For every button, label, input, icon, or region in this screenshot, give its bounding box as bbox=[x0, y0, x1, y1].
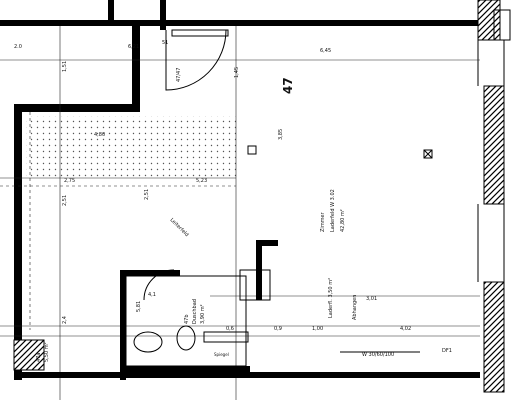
outlet-symbol bbox=[423, 149, 433, 159]
door-jamb bbox=[160, 0, 166, 30]
dim-horiz-c: 2,51 bbox=[144, 189, 150, 200]
dim-vert-b: 3,85 bbox=[278, 129, 284, 140]
left-upper-wall bbox=[14, 104, 140, 112]
washbasin bbox=[133, 331, 163, 353]
corridor-number: 47a bbox=[36, 353, 42, 362]
top-column bbox=[108, 0, 114, 20]
dim-bottom-a: 1,00 bbox=[312, 326, 323, 332]
bath-type: Duschbad bbox=[192, 299, 198, 324]
bath-door-swing bbox=[143, 269, 175, 301]
shower-tray bbox=[203, 331, 249, 343]
bottom-wall bbox=[22, 372, 480, 378]
right-window-jambs bbox=[477, 40, 505, 282]
right-wall-mid bbox=[483, 85, 505, 205]
grid-lines bbox=[0, 26, 480, 400]
dim-mid-left: 4,80 bbox=[94, 132, 105, 138]
right-wall-top bbox=[477, 0, 501, 41]
axis-tag: DF1 bbox=[442, 348, 452, 354]
column-symbol bbox=[247, 145, 257, 155]
entry-door-swing bbox=[165, 29, 227, 91]
dim-horiz-d: 3,01 bbox=[366, 296, 377, 302]
room-subtitle: Laderfeld W 3.02 bbox=[330, 189, 336, 232]
tiled-floor bbox=[26, 116, 236, 180]
dim-horiz-b: 5,23 bbox=[196, 178, 207, 184]
left-wall bbox=[14, 106, 22, 336]
top-wall-right bbox=[168, 20, 488, 26]
dim-horiz-e: 4,02 bbox=[400, 326, 411, 332]
wall-note: Abhangen bbox=[352, 295, 358, 320]
shaft-box bbox=[239, 269, 271, 301]
room-area: 42,80 m² bbox=[340, 209, 346, 232]
bath-wall-bottom bbox=[120, 366, 250, 372]
outlet-cross bbox=[423, 149, 433, 159]
bath-area: 3,90 m² bbox=[200, 304, 206, 324]
mirror-tag: Spiegel bbox=[214, 352, 229, 357]
dim-top-mid: 6,21 bbox=[128, 44, 139, 50]
corridor-area: 5,50 m² bbox=[44, 342, 50, 362]
section-tag: W 30/60/100 bbox=[362, 352, 394, 358]
small-tag-a: 4,1 bbox=[148, 292, 156, 298]
right-wall-bottom bbox=[483, 281, 505, 393]
room-type: Zimmer bbox=[320, 211, 326, 232]
dim-bottom-b: 0,6 bbox=[226, 326, 234, 332]
door-tag: 47/47 bbox=[176, 68, 182, 82]
dim-top-left: 2.0 bbox=[14, 44, 22, 50]
dim-bottom-c: 0,9 bbox=[274, 326, 282, 332]
floor-note: Laderfl. 3,50 m² bbox=[328, 278, 334, 318]
bath-wall-left bbox=[120, 270, 126, 380]
diagonal-note: Leiterfeld bbox=[169, 217, 190, 238]
bath-number: 47b bbox=[184, 314, 190, 324]
dim-side-c: 5,81 bbox=[136, 301, 142, 312]
toilet bbox=[176, 325, 196, 351]
small-tag-b: 51 bbox=[162, 40, 168, 46]
dim-vert-c: 2,51 bbox=[62, 195, 68, 206]
door-header bbox=[171, 29, 229, 37]
right-window-frame bbox=[493, 9, 511, 41]
dim-top-right: 6,45 bbox=[320, 48, 331, 54]
dim-side-a: 2,4 bbox=[62, 316, 68, 324]
inner-column bbox=[132, 26, 140, 112]
dashed-grid bbox=[0, 112, 236, 330]
bottom-left-column bbox=[13, 339, 45, 371]
bath-wall-top bbox=[120, 270, 180, 276]
partition-cap bbox=[256, 240, 278, 246]
dim-vert-a: 1,51 bbox=[62, 61, 68, 72]
dim-horiz-a: 2,75 bbox=[64, 178, 75, 184]
dim-side-b: 1,45 bbox=[234, 67, 240, 78]
top-wall-left bbox=[0, 20, 168, 26]
room-number: 47 bbox=[281, 77, 295, 94]
